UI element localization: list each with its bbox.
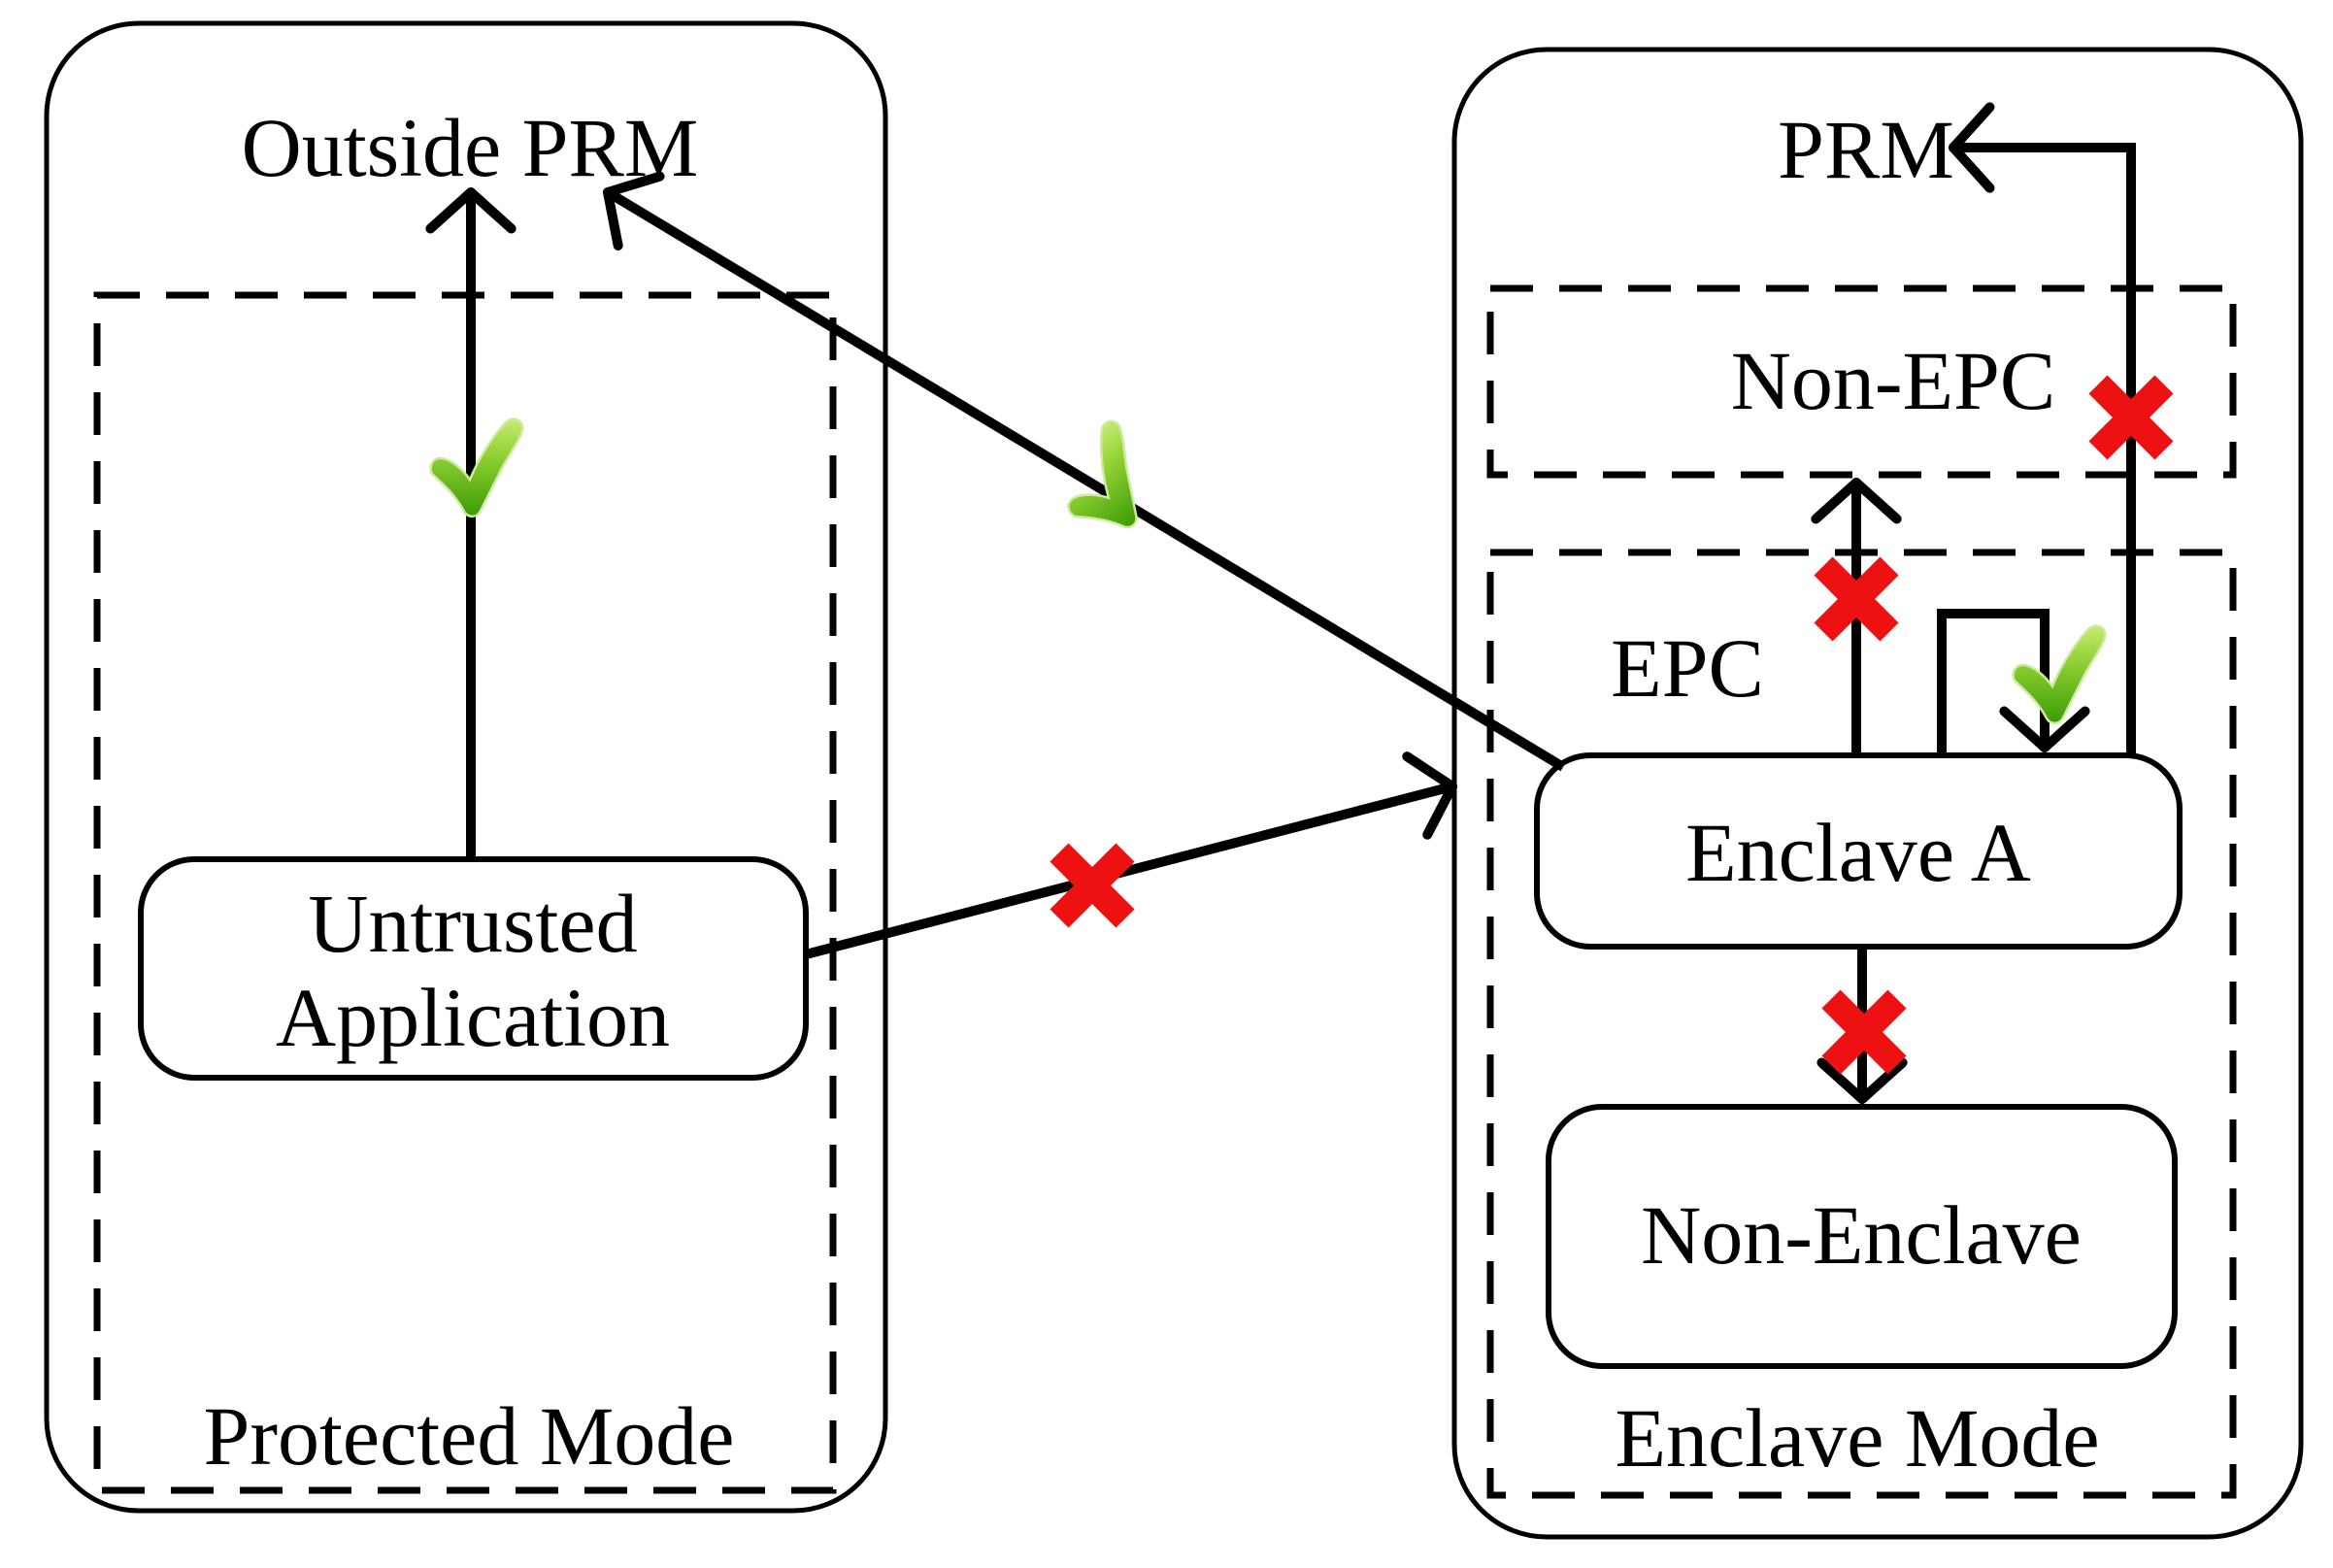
arrow-untrusted-to-enclave-a-head-wing-1: [1402, 751, 1457, 791]
arrow-enclave-a-self-loop-head-wing-1: [2040, 706, 2090, 752]
allowed-check-icon: [429, 417, 524, 518]
label-non-epc: Non-EPC: [1731, 334, 2055, 427]
blocked-cross-icon: [1821, 989, 1907, 1075]
arrow-enclave-a-to-non-epc: [1811, 478, 1902, 755]
allowed-check-icon: [1067, 419, 1138, 529]
cross-bar: [1821, 989, 1907, 1075]
untrusted-application-node: [138, 856, 809, 1081]
arrow-enclave-a-to-non-enclave: [1816, 947, 1908, 1104]
arrow-enclave-a-to-prm-head-wing-1: [1949, 143, 1995, 193]
arrow-enclave-a-to-outside-prm: [603, 171, 1566, 772]
arrow-enclave-a-to-outside-prm-head-wing-1: [603, 187, 623, 250]
non-enclave-node: [1546, 1104, 2178, 1369]
arrow-untrusted-to-enclave-a-head-wing-2: [1422, 782, 1457, 840]
arrow-untrusted-to-enclave-a-shaft: [804, 782, 1454, 959]
cross-bar: [2088, 375, 2174, 460]
arrow-enclave-a-to-non-epc-head-wing-1: [1811, 478, 1861, 524]
label-non-enclave: Non-Enclave: [1641, 1188, 2082, 1282]
arrow-enclave-a-to-non-enclave-head-wing-1: [1857, 1057, 1908, 1104]
enclave-mode-box: [1486, 549, 2237, 1499]
arrow-enclave-a-to-non-enclave-head-wing-2: [1816, 1057, 1867, 1104]
check-glyph: [1067, 419, 1138, 529]
label-prm: PRM: [1778, 103, 1954, 196]
arrow-enclave-a-to-prm-shaft: [1953, 143, 2136, 757]
arrow-untrusted-to-outside-prm: [425, 187, 524, 857]
cross-bar: [1814, 556, 1899, 642]
check-glyph: [429, 417, 524, 518]
label-enclave-a: Enclave A: [1685, 806, 2031, 899]
arrow-enclave-a-to-non-epc-head-wing-2: [1851, 478, 1902, 524]
label-untrusted-app-line1: Untrusted: [308, 877, 637, 970]
outer-box-left: [44, 20, 888, 1514]
allowed-check-icon: [2012, 624, 2107, 725]
arrow-untrusted-to-outside-prm-head-wing-2: [466, 187, 517, 234]
arrow-enclave-a-to-prm: [1949, 102, 2174, 757]
label-outside-prm: Outside PRM: [242, 101, 699, 194]
protected-mode-box: [93, 291, 837, 1494]
cross-bar: [1050, 843, 1135, 928]
arrow-enclave-a-self-loop: [1937, 609, 2107, 755]
label-protected-mode: Protected Mode: [204, 1389, 735, 1483]
outer-box-right: [1451, 47, 2304, 1540]
blocked-cross-icon: [1814, 556, 1899, 642]
check-glyph: [2012, 624, 2107, 725]
arrow-untrusted-to-enclave-a: [804, 751, 1457, 959]
label-enclave-mode: Enclave Mode: [1615, 1391, 2099, 1485]
label-untrusted-app-line2: Application: [276, 971, 670, 1064]
non-epc-box: [1486, 284, 2237, 479]
arrow-enclave-a-to-prm-head-wing-2: [1949, 102, 1995, 152]
arrow-enclave-a-to-outside-prm-head-wing-2: [603, 171, 665, 197]
blocked-cross-icon: [2088, 375, 2174, 460]
label-epc: EPC: [1611, 621, 1764, 715]
blocked-cross-icon: [1050, 843, 1135, 928]
arrow-enclave-a-self-loop-head-wing-2: [1999, 706, 2050, 752]
arrow-enclave-a-to-outside-prm-shaft: [605, 187, 1566, 772]
arrow-untrusted-to-outside-prm-head-wing-1: [425, 187, 476, 234]
